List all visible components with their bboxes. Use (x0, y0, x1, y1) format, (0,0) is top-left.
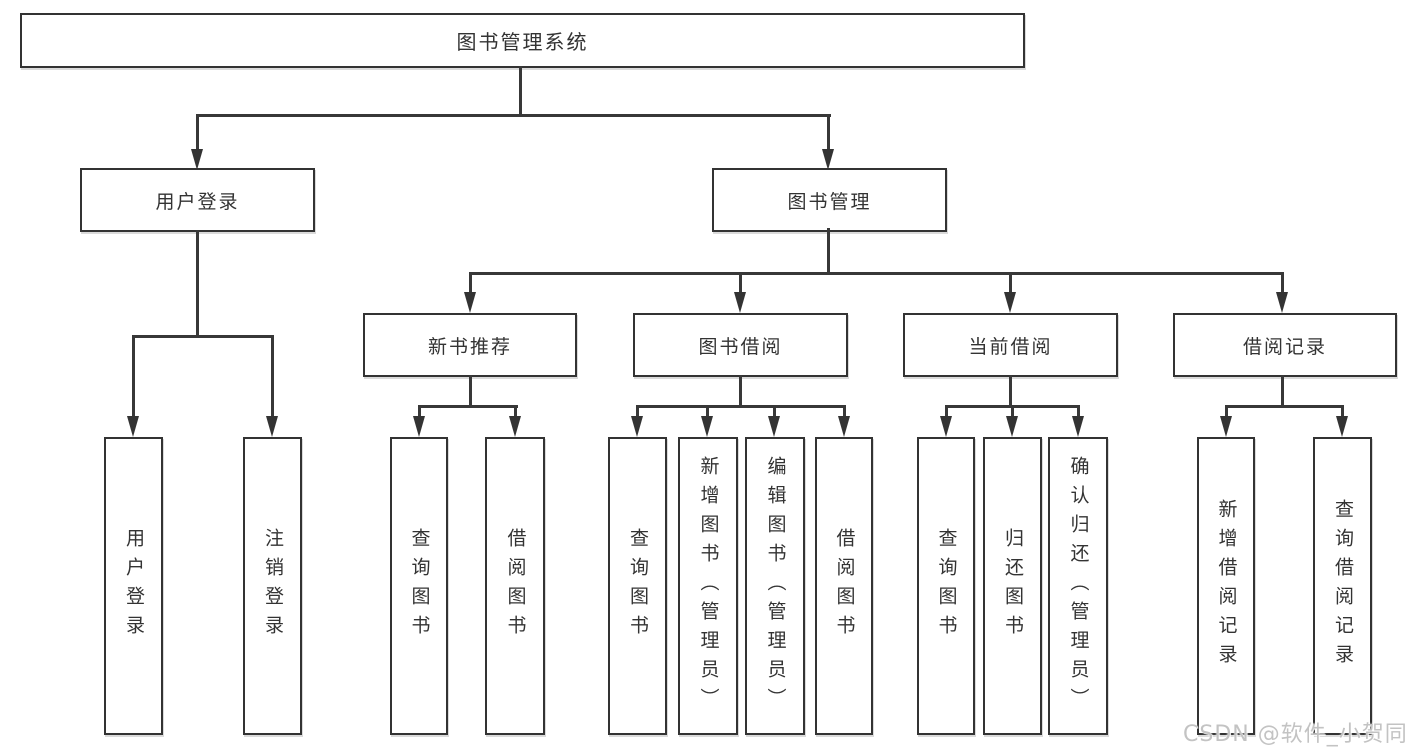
arrow-down-g5-2 (1336, 416, 1348, 437)
node-current-borrow: 当前借阅 (903, 313, 1118, 377)
connector-g3-drop-3 (773, 405, 776, 419)
node-new-book-recommend: 新书推荐 (363, 313, 577, 377)
connector-drop-user-login (196, 114, 199, 152)
arrow-down-g3-3 (768, 416, 780, 437)
connector-g5-drop-2 (1341, 405, 1344, 419)
arrow-down-g4-2 (1006, 416, 1018, 437)
connector-g2-drop-1 (418, 405, 421, 419)
leaf-query-books-recommend: 查询图书 (390, 437, 448, 735)
connector-g5-rail (1225, 405, 1344, 408)
connector-drop-new-book (469, 272, 472, 294)
leaf-borrow-books-recommend: 借阅图书 (485, 437, 545, 735)
csdn-watermark: CSDN @软件_小贺同学 (1183, 722, 1405, 747)
connector-g4-drop-3 (1077, 405, 1080, 419)
connector-g2-drop-2 (514, 405, 517, 419)
arrow-down-borrow-records (1276, 292, 1288, 313)
arrow-down-book-management (822, 149, 834, 170)
connector-drop-leaf-login (132, 335, 135, 419)
connector-drop-book-borrow (739, 272, 742, 294)
arrow-down-user-login (191, 149, 203, 170)
connector-drop-borrow-records (1281, 272, 1284, 294)
connector-g5-drop-1 (1225, 405, 1228, 419)
leaf-edit-books-admin: 编辑图书（管理员） (745, 437, 805, 735)
arrow-down-g4-3 (1072, 416, 1084, 437)
connector-g3-stem (739, 375, 742, 407)
connector-g4-drop-1 (945, 405, 948, 419)
connector-user-login-rail (132, 335, 274, 338)
node-book-management: 图书管理 (712, 168, 947, 232)
connector-book-mgmt-rail (469, 272, 1284, 275)
leaf-user-login: 用户登录 (104, 437, 163, 735)
arrow-down-new-book (464, 292, 476, 313)
connector-drop-book-management (827, 114, 830, 152)
connector-g5-stem (1281, 375, 1284, 407)
arrow-down-g3-1 (631, 416, 643, 437)
arrow-down-leaf-logout (266, 416, 278, 437)
leaf-add-borrow-record: 新增借阅记录 (1197, 437, 1255, 735)
connector-book-mgmt-stem (827, 228, 830, 274)
arrow-down-current-borrow (1004, 292, 1016, 313)
leaf-return-books: 归还图书 (983, 437, 1042, 735)
connector-g3-drop-1 (636, 405, 639, 419)
connector-g4-drop-2 (1011, 405, 1014, 419)
arrow-down-g3-2 (701, 416, 713, 437)
node-user-login: 用户登录 (80, 168, 315, 232)
node-book-borrow: 图书借阅 (633, 313, 848, 377)
arrow-down-g3-4 (838, 416, 850, 437)
leaf-logout: 注销登录 (243, 437, 302, 735)
arrow-down-g2-1 (413, 416, 425, 437)
node-library-management-system: 图书管理系统 (20, 13, 1025, 68)
leaf-query-books-borrow: 查询图书 (608, 437, 667, 735)
connector-g3-drop-2 (706, 405, 709, 419)
node-borrow-records: 借阅记录 (1173, 313, 1397, 377)
connector-g4-stem (1009, 375, 1012, 407)
connector-g3-rail (636, 405, 846, 408)
arrow-down-book-borrow (734, 292, 746, 313)
connector-user-login-stem (196, 230, 199, 337)
connector-root-rail (196, 114, 831, 117)
leaf-confirm-return-admin: 确认归还（管理员） (1048, 437, 1108, 735)
arrow-down-g5-1 (1220, 416, 1232, 437)
connector-drop-current-borrow (1009, 272, 1012, 294)
connector-root-stem (519, 66, 522, 116)
arrow-down-leaf-login (127, 416, 139, 437)
leaf-add-books-admin: 新增图书（管理员） (678, 437, 738, 735)
leaf-query-books-current: 查询图书 (917, 437, 975, 735)
connector-g2-stem (469, 375, 472, 407)
connector-g2-rail (418, 405, 518, 408)
arrow-down-g2-2 (509, 416, 521, 437)
connector-g3-drop-4 (843, 405, 846, 419)
leaf-query-borrow-record: 查询借阅记录 (1313, 437, 1372, 735)
connector-drop-leaf-logout (271, 335, 274, 419)
arrow-down-g4-1 (940, 416, 952, 437)
leaf-borrow-books: 借阅图书 (815, 437, 873, 735)
